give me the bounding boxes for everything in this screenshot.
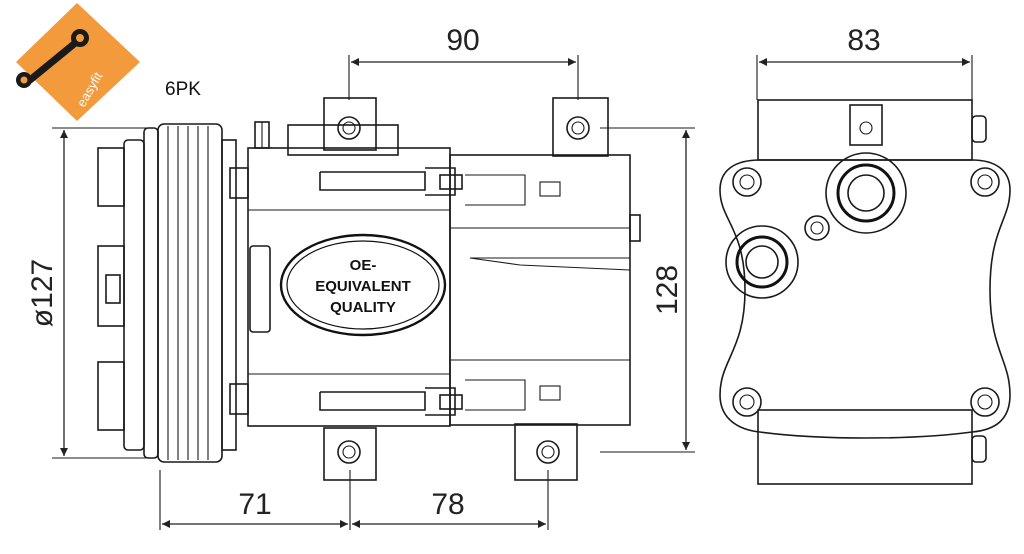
dimension-label-78: 78 bbox=[431, 488, 464, 521]
dimension-label-diameter: ø127 bbox=[26, 259, 59, 327]
brand-logo: easyfit bbox=[16, 3, 140, 121]
belt-type-label: 6PK bbox=[165, 79, 201, 100]
quality-line-3: QUALITY bbox=[330, 299, 396, 316]
dimension-label-128: 128 bbox=[651, 265, 684, 315]
quality-line-1: OE- bbox=[350, 257, 377, 274]
compressor-rear-section bbox=[449, 97, 641, 481]
compressor-body: OE- EQUIVALENT QUALITY bbox=[247, 97, 463, 481]
dimension-label-90: 90 bbox=[446, 24, 479, 57]
quality-badge: OE- EQUIVALENT QUALITY bbox=[279, 233, 447, 337]
dimension-label-71: 71 bbox=[238, 488, 271, 521]
dimension-rear-width: 83 bbox=[756, 24, 973, 100]
wrench-icon bbox=[16, 29, 89, 88]
dimension-pulley-diameter: ø127 bbox=[26, 127, 150, 459]
logo-diamond bbox=[16, 3, 140, 121]
dimension-body-height: 128 bbox=[600, 127, 695, 453]
compressor-rear-view bbox=[719, 99, 1011, 485]
dimension-label-83: 83 bbox=[847, 24, 880, 57]
quality-line-2: EQUIVALENT bbox=[315, 278, 411, 295]
pulley bbox=[97, 123, 249, 463]
dimension-bottom: 71 78 bbox=[159, 470, 549, 530]
dimension-top-bolt-spacing: 90 bbox=[348, 24, 579, 100]
